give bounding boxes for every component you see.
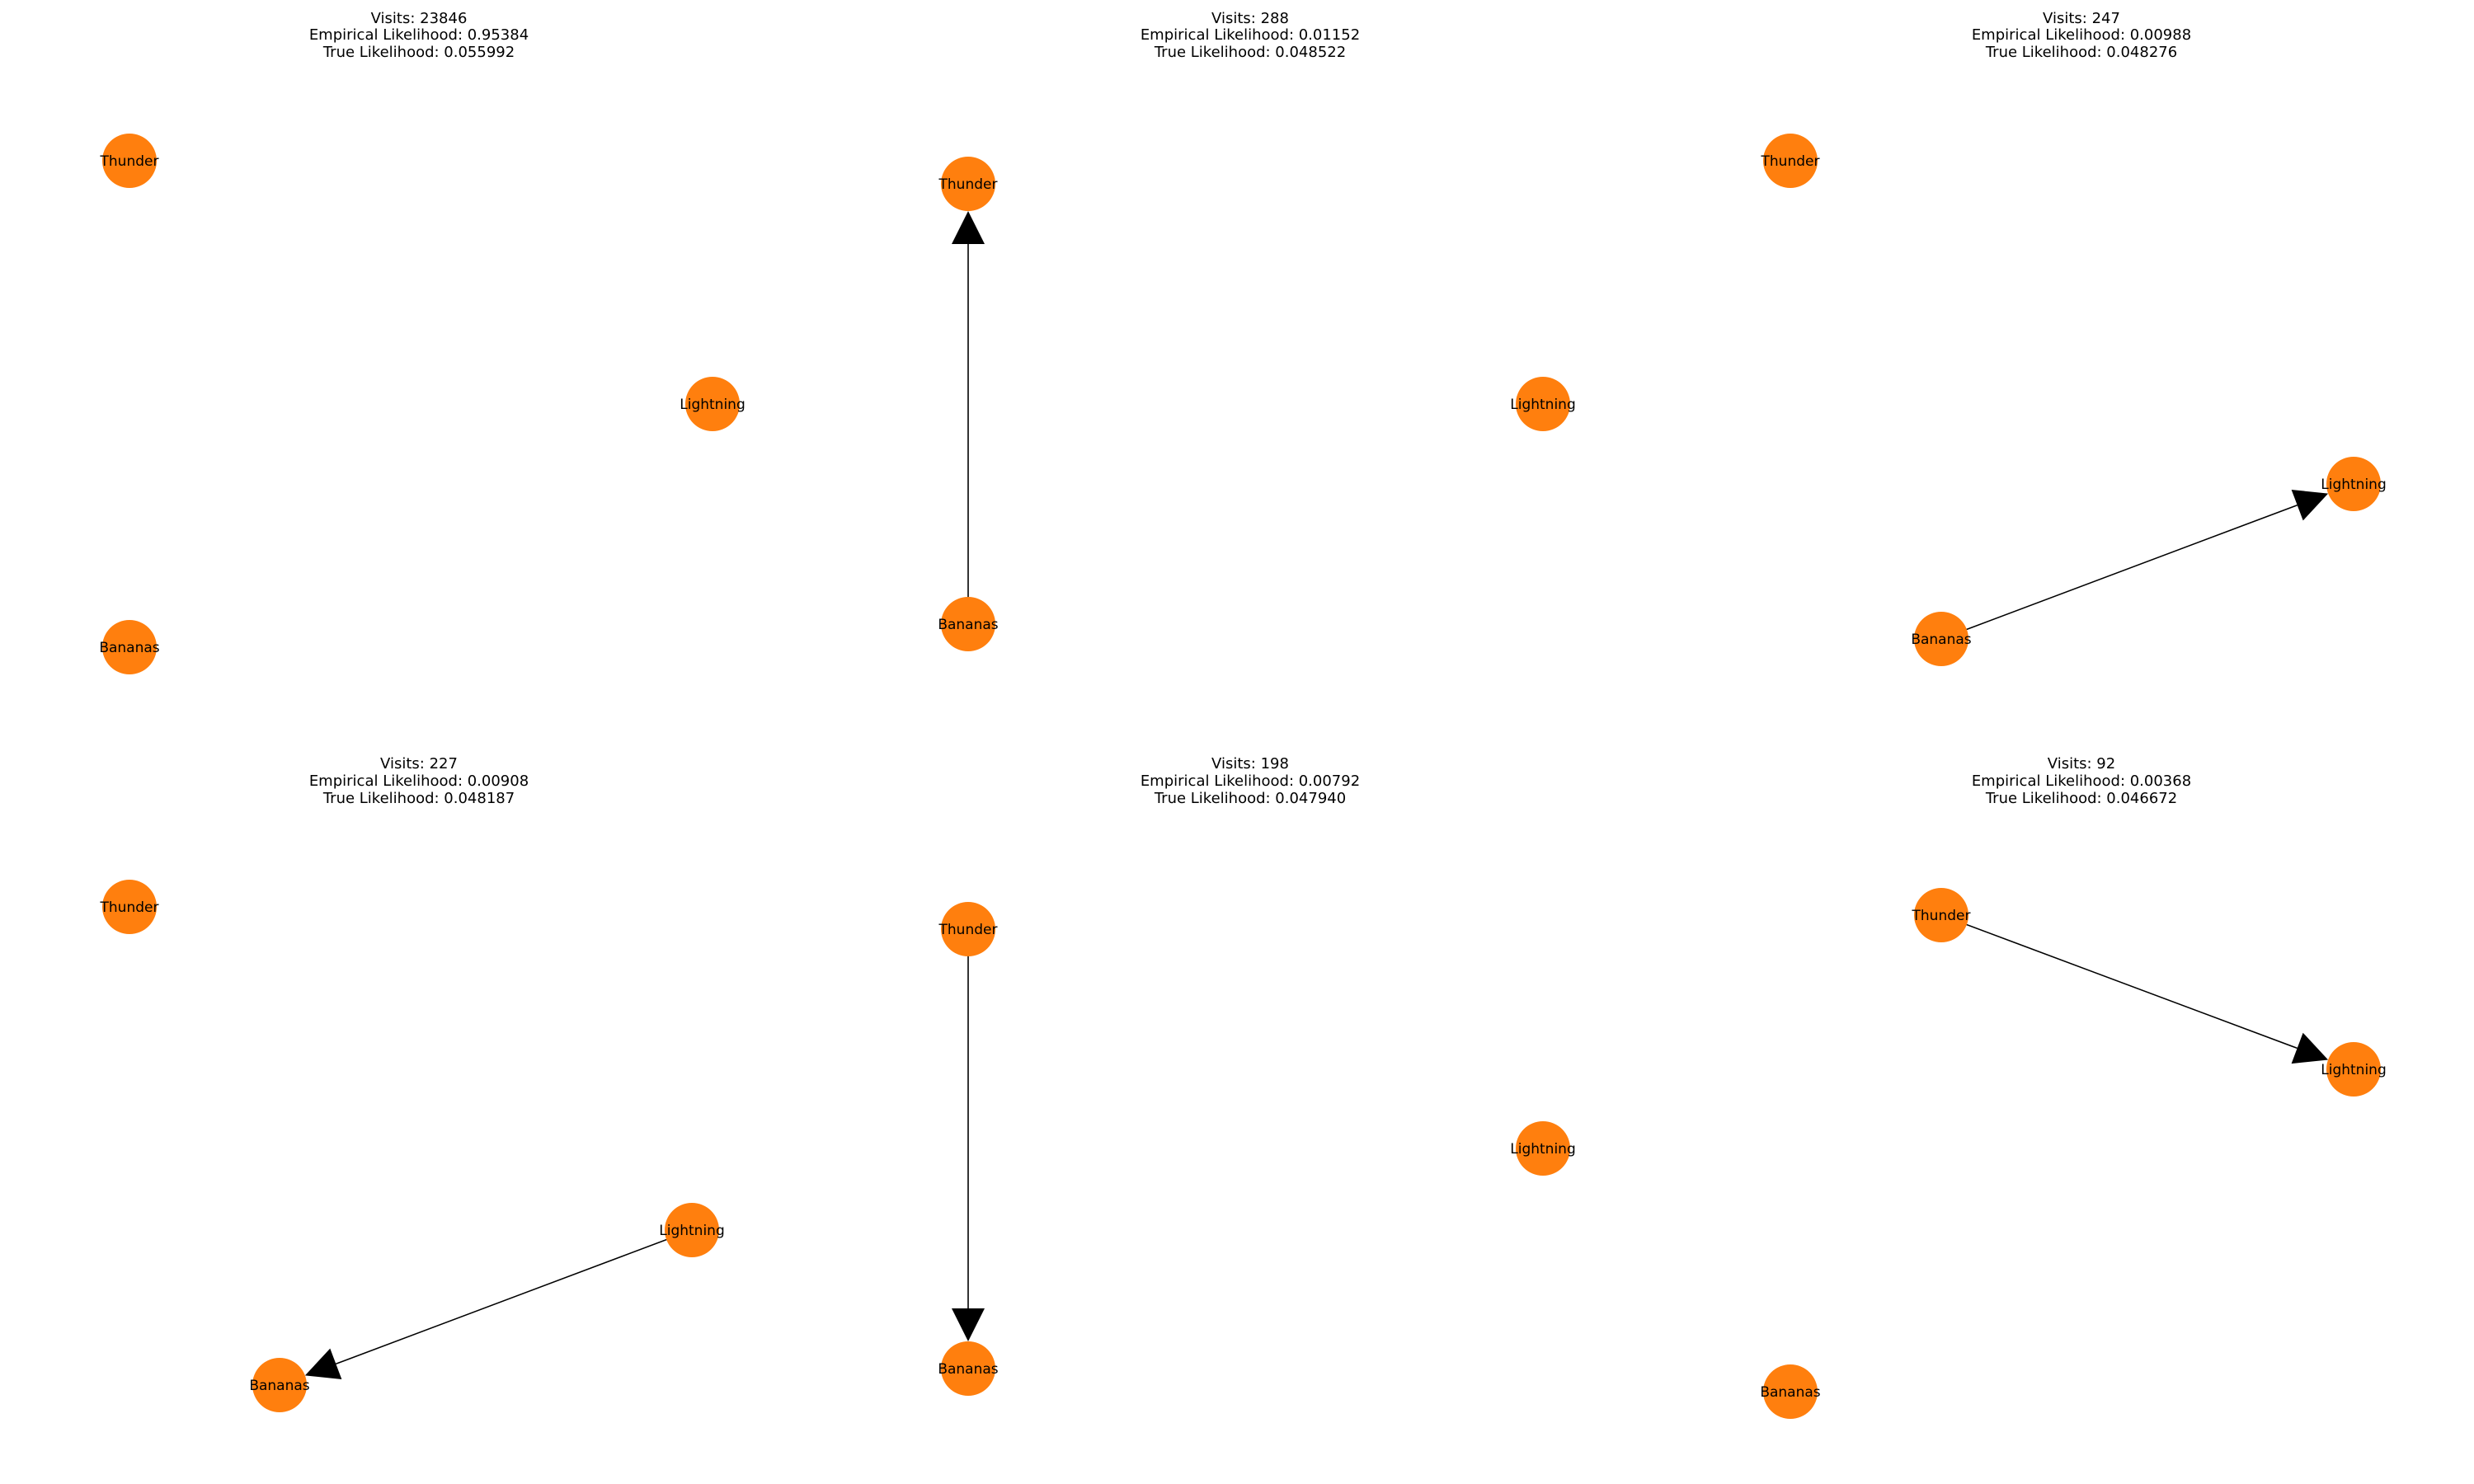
panel-4: Visits: 227 Empirical Likelihood: 0.0090… xyxy=(100,755,725,1412)
panel-5-node-lightning-label: Lightning xyxy=(1510,1141,1576,1158)
panel-3-node-bananas-circle xyxy=(1914,612,1968,666)
panel-4-node-thunder-circle xyxy=(102,880,157,934)
panel-6-node-lightning-circle xyxy=(2326,1042,2381,1097)
panel-3-true-likelihood: True Likelihood: 0.048276 xyxy=(1985,44,2177,61)
panel-2: Visits: 288 Empirical Likelihood: 0.0115… xyxy=(938,10,1576,651)
panel-4-node-bananas: Bananas xyxy=(249,1358,310,1412)
panel-4-node-lightning-circle xyxy=(665,1203,719,1257)
panel-3-node-thunder-label: Thunder xyxy=(1761,153,1820,170)
panel-3-visits: Visits: 247 xyxy=(2043,10,2120,27)
panel-4-edges xyxy=(304,1229,693,1380)
panel-2-node-thunder-label: Thunder xyxy=(938,176,998,193)
panel-5-edge-thunder-to-bananas-arrowhead xyxy=(952,1308,985,1341)
panel-6-edge-thunder-to-lightning xyxy=(1940,914,2298,1050)
panel-6-true-likelihood: True Likelihood: 0.046672 xyxy=(1985,790,2177,807)
panel-6-node-bananas-circle xyxy=(1763,1364,1818,1419)
panel-3: Visits: 247 Empirical Likelihood: 0.0098… xyxy=(1761,10,2387,666)
panel-3-edges xyxy=(1940,489,2329,640)
panel-5-node-lightning: Lightning xyxy=(1510,1121,1576,1176)
panel-4-node-lightning-label: Lightning xyxy=(659,1223,725,1239)
panel-1-node-lightning-label: Lightning xyxy=(680,397,745,413)
panel-1-empirical-likelihood: Empirical Likelihood: 0.95384 xyxy=(309,26,529,44)
panel-6-node-thunder-circle xyxy=(1914,888,1968,942)
panel-6-node-lightning-label: Lightning xyxy=(2321,1062,2387,1078)
panel-5-node-lightning-circle xyxy=(1516,1121,1570,1176)
panel-4-node-thunder: Thunder xyxy=(100,880,159,934)
panel-1-node-thunder-label: Thunder xyxy=(100,153,159,170)
panel-5-true-likelihood: True Likelihood: 0.047940 xyxy=(1154,790,1346,807)
panel-3-edge-bananas-to-lightning xyxy=(1940,504,2298,640)
panel-5-node-thunder: Thunder xyxy=(938,902,998,956)
panel-5-edges xyxy=(952,929,985,1341)
panel-3-node-lightning: Lightning xyxy=(2321,457,2387,511)
panel-2-node-bananas-label: Bananas xyxy=(938,617,998,633)
panel-1-true-likelihood: True Likelihood: 0.055992 xyxy=(322,44,515,61)
panel-4-visits: Visits: 227 xyxy=(380,755,458,773)
panel-6-node-bananas: Bananas xyxy=(1760,1364,1821,1419)
panel-3-empirical-likelihood: Empirical Likelihood: 0.00988 xyxy=(1972,26,2191,44)
panel-6: Visits: 92 Empirical Likelihood: 0.00368… xyxy=(1760,755,2387,1419)
panel-3-node-lightning-label: Lightning xyxy=(2321,477,2387,493)
panel-1-node-bananas-label: Bananas xyxy=(99,640,159,656)
panel-3-edge-bananas-to-lightning-arrowhead xyxy=(2291,489,2329,521)
panel-5-node-thunder-label: Thunder xyxy=(938,922,998,938)
panel-6-node-lightning: Lightning xyxy=(2321,1042,2387,1097)
panel-6-node-thunder-label: Thunder xyxy=(1912,908,1971,924)
panel-6-visits: Visits: 92 xyxy=(2048,755,2115,773)
panel-1-node-bananas: Bananas xyxy=(99,620,160,674)
panel-1-node-thunder-circle xyxy=(102,134,157,188)
panel-2-empirical-likelihood: Empirical Likelihood: 0.01152 xyxy=(1141,26,1360,44)
panel-2-edge-bananas-to-thunder-arrowhead xyxy=(952,211,985,244)
panel-2-node-lightning-label: Lightning xyxy=(1510,397,1576,413)
panel-6-node-bananas-label: Bananas xyxy=(1760,1384,1820,1401)
panel-2-node-lightning: Lightning xyxy=(1510,377,1576,431)
panel-4-node-bananas-circle xyxy=(252,1358,307,1412)
panel-4-node-thunder-label: Thunder xyxy=(100,899,159,916)
panel-5-node-thunder-circle xyxy=(941,902,995,956)
panel-5-visits: Visits: 198 xyxy=(1211,755,1289,773)
panel-5-node-bananas-circle xyxy=(941,1341,995,1396)
panel-5-node-bananas-label: Bananas xyxy=(938,1361,998,1378)
panel-2-node-bananas: Bananas xyxy=(938,597,999,651)
panel-6-node-thunder: Thunder xyxy=(1912,888,1971,942)
panel-2-node-bananas-circle xyxy=(941,597,995,651)
panel-6-edge-thunder-to-lightning-arrowhead xyxy=(2291,1032,2329,1064)
panel-3-node-lightning-circle xyxy=(2326,457,2381,511)
panel-2-node-thunder-circle xyxy=(941,157,995,211)
panel-5: Visits: 198 Empirical Likelihood: 0.0079… xyxy=(938,755,1576,1396)
panel-4-node-bananas-label: Bananas xyxy=(249,1378,309,1394)
panel-6-edges xyxy=(1940,914,2329,1064)
panel-4-empirical-likelihood: Empirical Likelihood: 0.00908 xyxy=(309,773,529,790)
panel-3-node-thunder-circle xyxy=(1763,134,1818,188)
panel-1-node-thunder: Thunder xyxy=(100,134,159,188)
panel-4-edge-lightning-to-bananas-arrowhead xyxy=(304,1348,342,1380)
panel-2-edges xyxy=(952,211,985,624)
panel-2-true-likelihood: True Likelihood: 0.048522 xyxy=(1154,44,1346,61)
panel-4-node-lightning: Lightning xyxy=(659,1203,725,1257)
panel-2-node-thunder: Thunder xyxy=(938,157,998,211)
panel-3-node-bananas-label: Bananas xyxy=(1911,632,1971,648)
panel-4-edge-lightning-to-bananas xyxy=(336,1229,693,1365)
panel-1: Visits: 23846 Empirical Likelihood: 0.95… xyxy=(99,10,745,674)
panel-5-empirical-likelihood: Empirical Likelihood: 0.00792 xyxy=(1141,773,1360,790)
panel-1-node-lightning: Lightning xyxy=(680,377,745,431)
panel-2-node-lightning-circle xyxy=(1516,377,1570,431)
panel-6-empirical-likelihood: Empirical Likelihood: 0.00368 xyxy=(1972,773,2191,790)
panel-1-visits: Visits: 23846 xyxy=(371,10,468,27)
panel-2-visits: Visits: 288 xyxy=(1211,10,1289,27)
panel-3-node-thunder: Thunder xyxy=(1761,134,1820,188)
panel-1-node-lightning-circle xyxy=(685,377,740,431)
panel-1-node-bananas-circle xyxy=(102,620,157,674)
panel-3-node-bananas: Bananas xyxy=(1911,612,1972,666)
panel-5-node-bananas: Bananas xyxy=(938,1341,999,1396)
panel-4-true-likelihood: True Likelihood: 0.048187 xyxy=(322,790,515,807)
